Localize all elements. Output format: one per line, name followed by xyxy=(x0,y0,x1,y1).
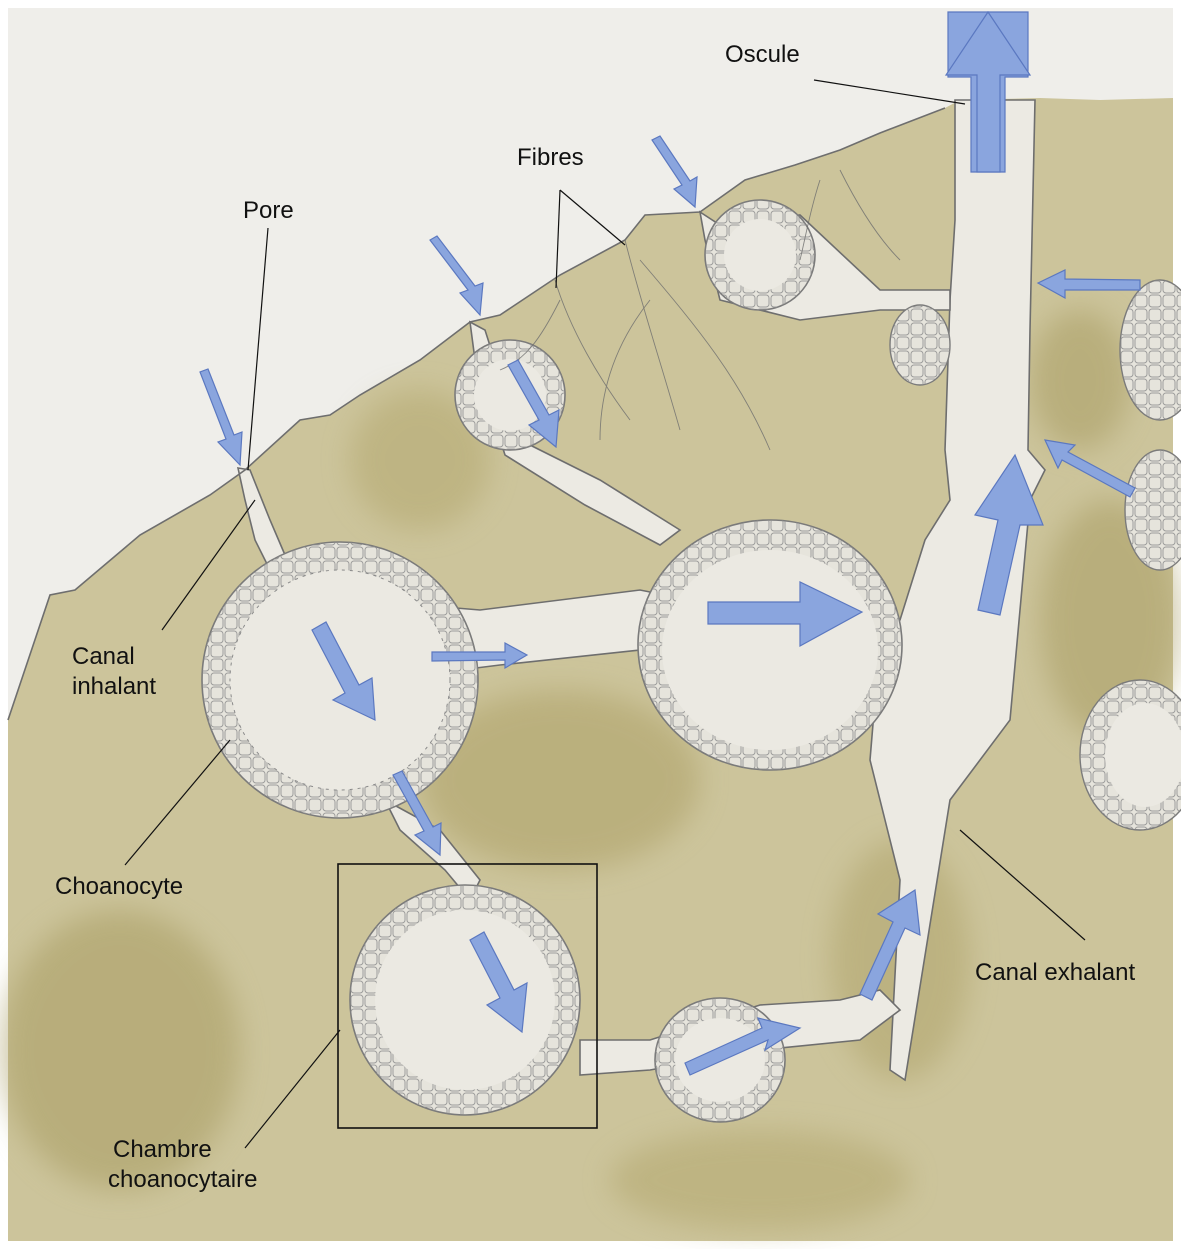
label-chambre-line1: Chambre xyxy=(108,1135,308,1165)
label-choanocyte: Choanocyte xyxy=(55,872,183,902)
chamber-center xyxy=(638,520,902,770)
label-pore: Pore xyxy=(243,196,294,226)
label-canal-inhalant-line1: Canal xyxy=(72,642,192,672)
label-oscule: Oscule xyxy=(725,40,800,70)
label-chambre-line2: choanocytaire xyxy=(108,1165,308,1195)
label-canal-exhalant: Canal exhalant xyxy=(975,958,1135,988)
label-canal-inhalant-line2: inhalant xyxy=(72,672,192,702)
chamber-boxed xyxy=(350,885,580,1115)
chamber-top-right-small xyxy=(890,305,950,385)
label-canal-inhalant: Canal inhalant xyxy=(72,642,192,702)
chamber-top xyxy=(705,200,815,310)
label-fibres: Fibres xyxy=(517,143,584,173)
label-chambre-choanocytaire: Chambre choanocytaire xyxy=(108,1135,308,1195)
